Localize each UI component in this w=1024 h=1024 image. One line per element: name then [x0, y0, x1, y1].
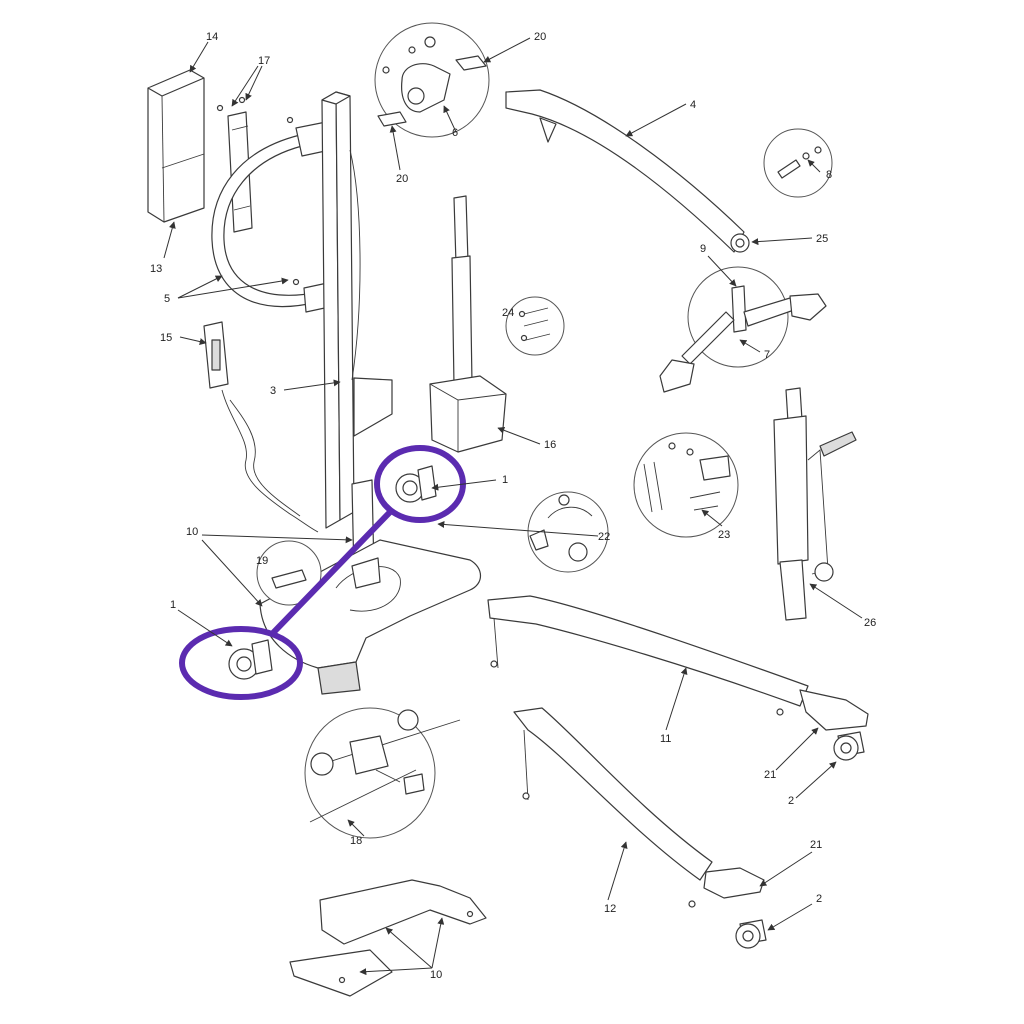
callout-10-top: 10	[186, 526, 198, 538]
callout-23: 23	[718, 529, 730, 541]
leg-left	[513, 707, 765, 908]
callout-21-top: 21	[764, 769, 776, 781]
bolt-kit-detail	[633, 432, 739, 538]
callout-14: 14	[206, 31, 218, 43]
front-caster-lower	[228, 639, 273, 680]
base-cover-plates	[289, 879, 487, 997]
callout-15: 15	[160, 332, 172, 344]
callout-9: 9	[700, 243, 706, 255]
callout-18: 18	[350, 835, 362, 847]
callout-8: 8	[826, 169, 832, 181]
callout-10-bottom: 10	[430, 969, 442, 981]
boom-bracket-detail	[374, 22, 490, 138]
leg-adjust-detail	[304, 707, 461, 839]
callout-labels: 14 17 13 5 15 3 20 6 20 4 8 25 9 24 7 16…	[150, 31, 876, 981]
caster-left	[735, 919, 767, 949]
callout-25: 25	[816, 233, 828, 245]
callout-20-top: 20	[534, 31, 546, 43]
callout-2-bottom: 2	[816, 893, 822, 905]
brake-detail	[256, 540, 322, 606]
callout-24: 24	[502, 307, 514, 319]
highlight-ellipse-lower	[179, 626, 303, 700]
boom	[505, 89, 750, 253]
base	[259, 539, 482, 695]
callout-6: 6	[452, 127, 458, 139]
hand-control	[203, 321, 319, 533]
callout-26: 26	[864, 617, 876, 629]
front-caster-upper	[395, 465, 437, 503]
callout-17: 17	[258, 55, 270, 67]
mast	[321, 91, 393, 577]
caster-right	[833, 731, 865, 761]
actuator	[429, 195, 507, 453]
callout-4: 4	[690, 99, 696, 111]
pin-detail	[763, 128, 833, 198]
callout-3: 3	[270, 385, 276, 397]
callout-12: 12	[604, 903, 616, 915]
leader-lines	[163, 37, 863, 976]
callout-5: 5	[164, 293, 170, 305]
callout-16: 16	[544, 439, 556, 451]
caster-kit-detail	[527, 491, 609, 573]
callout-20-bottom: 20	[396, 173, 408, 185]
callout-1-bottom: 1	[170, 599, 176, 611]
spreader-bar-detail	[659, 266, 827, 393]
callout-19: 19	[256, 555, 268, 567]
callout-1-top: 1	[502, 474, 508, 486]
callout-7: 7	[764, 349, 770, 361]
highlight-connector	[269, 507, 395, 637]
bolts-detail	[505, 296, 565, 356]
callout-22: 22	[598, 531, 610, 543]
callout-13: 13	[150, 263, 162, 275]
callout-2-top: 2	[788, 795, 794, 807]
push-handle	[211, 116, 335, 313]
callout-21-bottom: 21	[810, 839, 822, 851]
hydraulic-pump	[773, 387, 857, 621]
leg-right	[487, 595, 869, 731]
callout-11: 11	[660, 733, 671, 745]
battery-pack	[147, 69, 205, 223]
